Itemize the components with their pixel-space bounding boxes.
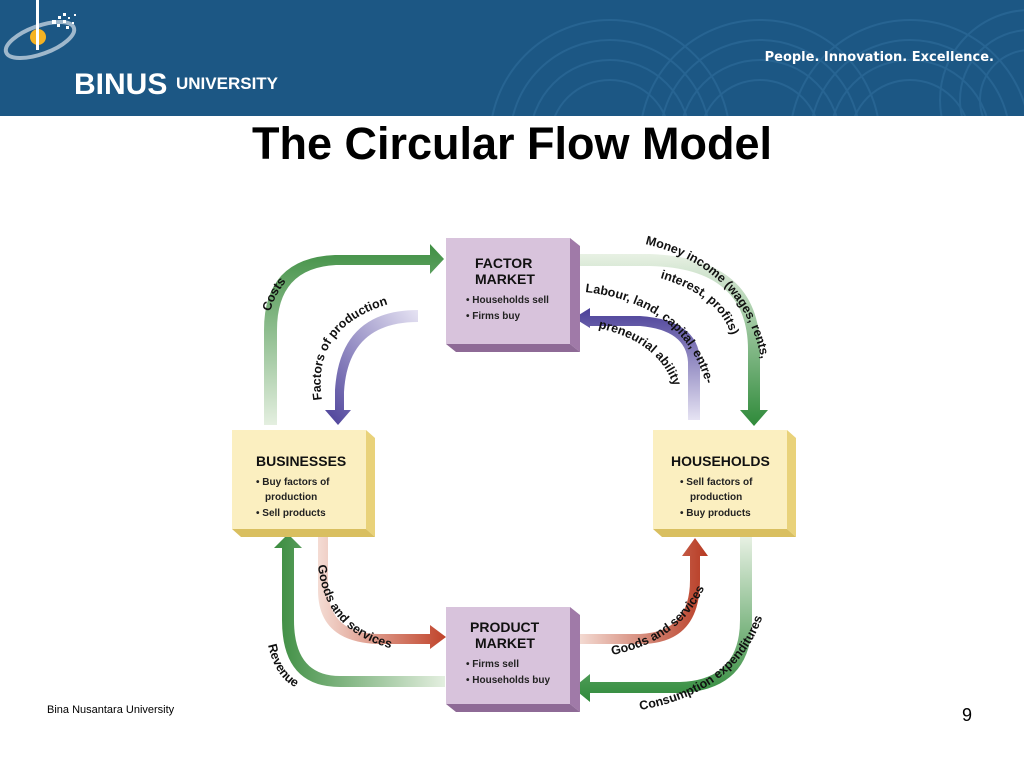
revenue-arrow	[274, 534, 445, 687]
factors-of-production-arrow	[325, 310, 418, 425]
businesses-box: BUSINESSES • Buy factors of production •…	[232, 430, 375, 537]
labour-land-capital-arrow	[574, 308, 700, 420]
tagline: People. Innovation. Excellence.	[764, 50, 994, 65]
households-item-3: • Buy products	[680, 508, 751, 519]
households-title: HOUSEHOLDS	[671, 453, 770, 469]
product-market-box: PRODUCT MARKET • Firms sell • Households…	[446, 607, 580, 712]
logo-wordmark: BINUS	[74, 68, 168, 101]
households-box: HOUSEHOLDS • Sell factors of production …	[653, 430, 796, 537]
goods-services-right-label-path: Goods and services	[610, 583, 707, 658]
households-item-1: • Sell factors of	[680, 477, 753, 488]
factor-market-item-1: • Households sell	[466, 295, 549, 306]
businesses-title: BUSINESSES	[256, 453, 346, 469]
banner-wave-pattern	[491, 9, 1024, 116]
page-number: 9	[962, 705, 973, 725]
factor-market-box: FACTOR MARKET • Households sell • Firms …	[446, 238, 580, 352]
goods-services-right-label: Goods and services	[610, 583, 707, 658]
businesses-item-1: • Buy factors of	[256, 477, 330, 488]
factor-market-title-2: MARKET	[475, 271, 535, 287]
businesses-item-2: production	[265, 492, 317, 503]
product-market-item-1: • Firms sell	[466, 659, 519, 670]
costs-arrow	[264, 244, 444, 425]
header-banner: BINUS UNIVERSITY People. Innovation. Exc…	[0, 0, 1024, 116]
slide-title: The Circular Flow Model	[251, 118, 773, 169]
footer-university: Bina Nusantara University	[47, 704, 175, 716]
goods-services-right-arrow	[578, 538, 708, 644]
money-income-arrow	[572, 254, 768, 426]
consumption-arrow	[573, 536, 752, 702]
businesses-item-3: • Sell products	[256, 508, 326, 519]
product-market-item-2: • Households buy	[466, 675, 551, 686]
goods-services-left-arrow	[318, 536, 446, 649]
factor-market-item-2: • Firms buy	[466, 311, 521, 322]
product-market-title-1: PRODUCT	[470, 619, 540, 635]
households-item-2: production	[690, 492, 742, 503]
factor-market-title-1: FACTOR	[475, 255, 532, 271]
binus-logo-icon	[3, 0, 77, 61]
logo-university-text: UNIVERSITY	[176, 74, 279, 93]
product-market-title-2: MARKET	[475, 635, 535, 651]
